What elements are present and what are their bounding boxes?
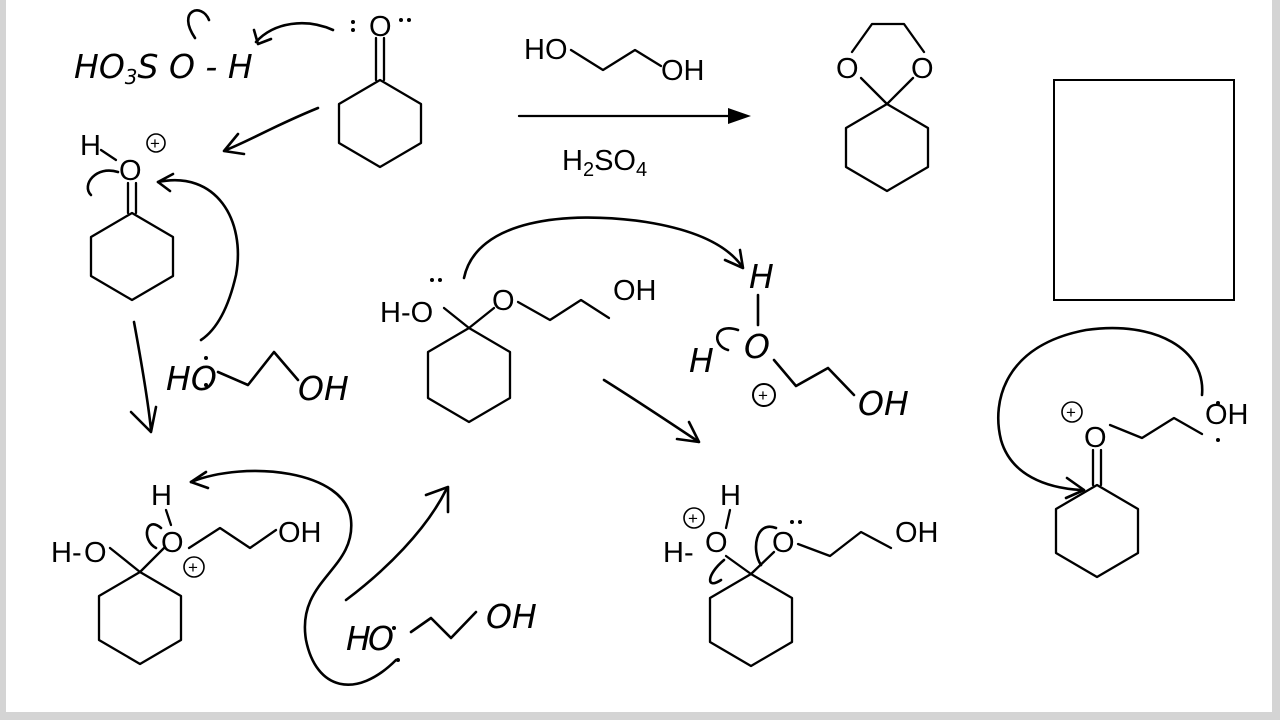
plus-charge-1 (146, 133, 166, 153)
protonated-o: O (119, 155, 142, 187)
curved-arrow-attack (156, 179, 240, 342)
arrow-up-to-hemiacetal (344, 488, 448, 602)
plus-charge-3 (752, 383, 776, 407)
inter-h-top: H (749, 257, 774, 296)
ring-step4 (708, 572, 794, 668)
mechanism-canvas: O HO3S O - H HO OH H2SO4 O O H O + (51, 9, 1249, 686)
catalyst-label: H2SO4 (562, 145, 647, 181)
base-oh: OH (486, 597, 537, 636)
arrow-to-step1 (224, 106, 320, 152)
curved-arrow-deprotonate (189, 469, 398, 686)
oxo-o: O (1084, 422, 1107, 454)
answer-box[interactable] (1053, 79, 1235, 301)
hemi-h: H- (51, 537, 82, 569)
plus-charge-4 (683, 507, 705, 529)
arrow-down-1 (132, 320, 153, 432)
ring-step3 (426, 326, 512, 424)
protonated-diol: H H O + OH (689, 257, 909, 423)
ring-step2 (97, 570, 183, 666)
base-h: H (346, 619, 371, 658)
prot-diol-o: O (744, 327, 770, 366)
push-arrow (754, 525, 778, 567)
plus-charge-5 (1061, 401, 1083, 423)
oxo-oh: OH (1205, 399, 1249, 431)
diol-oh: OH (661, 55, 705, 87)
svg-text:+: + (188, 558, 198, 577)
svg-text:+: + (758, 386, 768, 405)
prot-h: H- (663, 537, 694, 569)
prot-h-top: H (720, 480, 741, 512)
curved-arrow-protonation (254, 21, 335, 44)
oxocarbenium: + O OH (997, 326, 1249, 579)
prot-diol-oh: OH (858, 384, 909, 423)
cyclohexanone-ring (337, 78, 423, 169)
curved-arrow-ring-closure (997, 326, 1204, 492)
diol-chain (569, 48, 663, 72)
dioxolane-bridge (850, 22, 926, 54)
hemiacetal: H-O O OH (380, 216, 745, 444)
prot-oh: OH (895, 517, 939, 549)
hemi-o2: O (161, 527, 184, 559)
attack-ho: HO (166, 359, 217, 398)
svg-text:+: + (688, 509, 698, 528)
inter-ho: H-O (380, 297, 433, 329)
plus-charge-2 (183, 556, 205, 578)
svg-text:+: + (150, 134, 160, 153)
prot-diol-h: H (689, 341, 714, 380)
inter-oh: OH (613, 275, 657, 307)
ketone-oxygen: O (369, 11, 392, 43)
base-o: O (368, 619, 394, 658)
prot-o: O (705, 527, 728, 559)
diol-ho: HO (524, 34, 568, 66)
ring-step5 (1054, 483, 1140, 579)
prot-o2: O (772, 527, 795, 559)
sulfuric-acid-label: HO3S O - H (74, 47, 253, 89)
resonance-arrow (86, 169, 120, 197)
oxonium-intermediate: H- O O H + OH H O OH (51, 469, 537, 686)
hemi-oh: OH (278, 517, 322, 549)
protonated-carbonyl: H O + HO OH (80, 106, 349, 434)
curved-arrow-proton-transfer (462, 216, 743, 280)
svg-text:+: + (1066, 403, 1076, 422)
ring-step1 (89, 211, 175, 302)
acetal-ring (844, 102, 930, 193)
reaction-overview: O HO3S O - H HO OH H2SO4 O O (74, 9, 1235, 301)
acetal-oxygen-left: O (836, 53, 859, 85)
protonated-h: H (80, 130, 101, 162)
attack-oh: OH (298, 369, 349, 408)
water-h: H (151, 480, 172, 512)
arrow-to-step4 (602, 378, 698, 442)
curved-arrow-oh-bond (187, 9, 211, 40)
protonated-hemiacetal: H H- O + O OH (663, 480, 939, 668)
hemi-o1: O (84, 537, 107, 569)
acetal-oxygen-right: O (911, 53, 934, 85)
inter-o: O (492, 285, 515, 317)
whiteboard: O HO3S O - H HO OH H2SO4 O O H O + (6, 0, 1272, 712)
